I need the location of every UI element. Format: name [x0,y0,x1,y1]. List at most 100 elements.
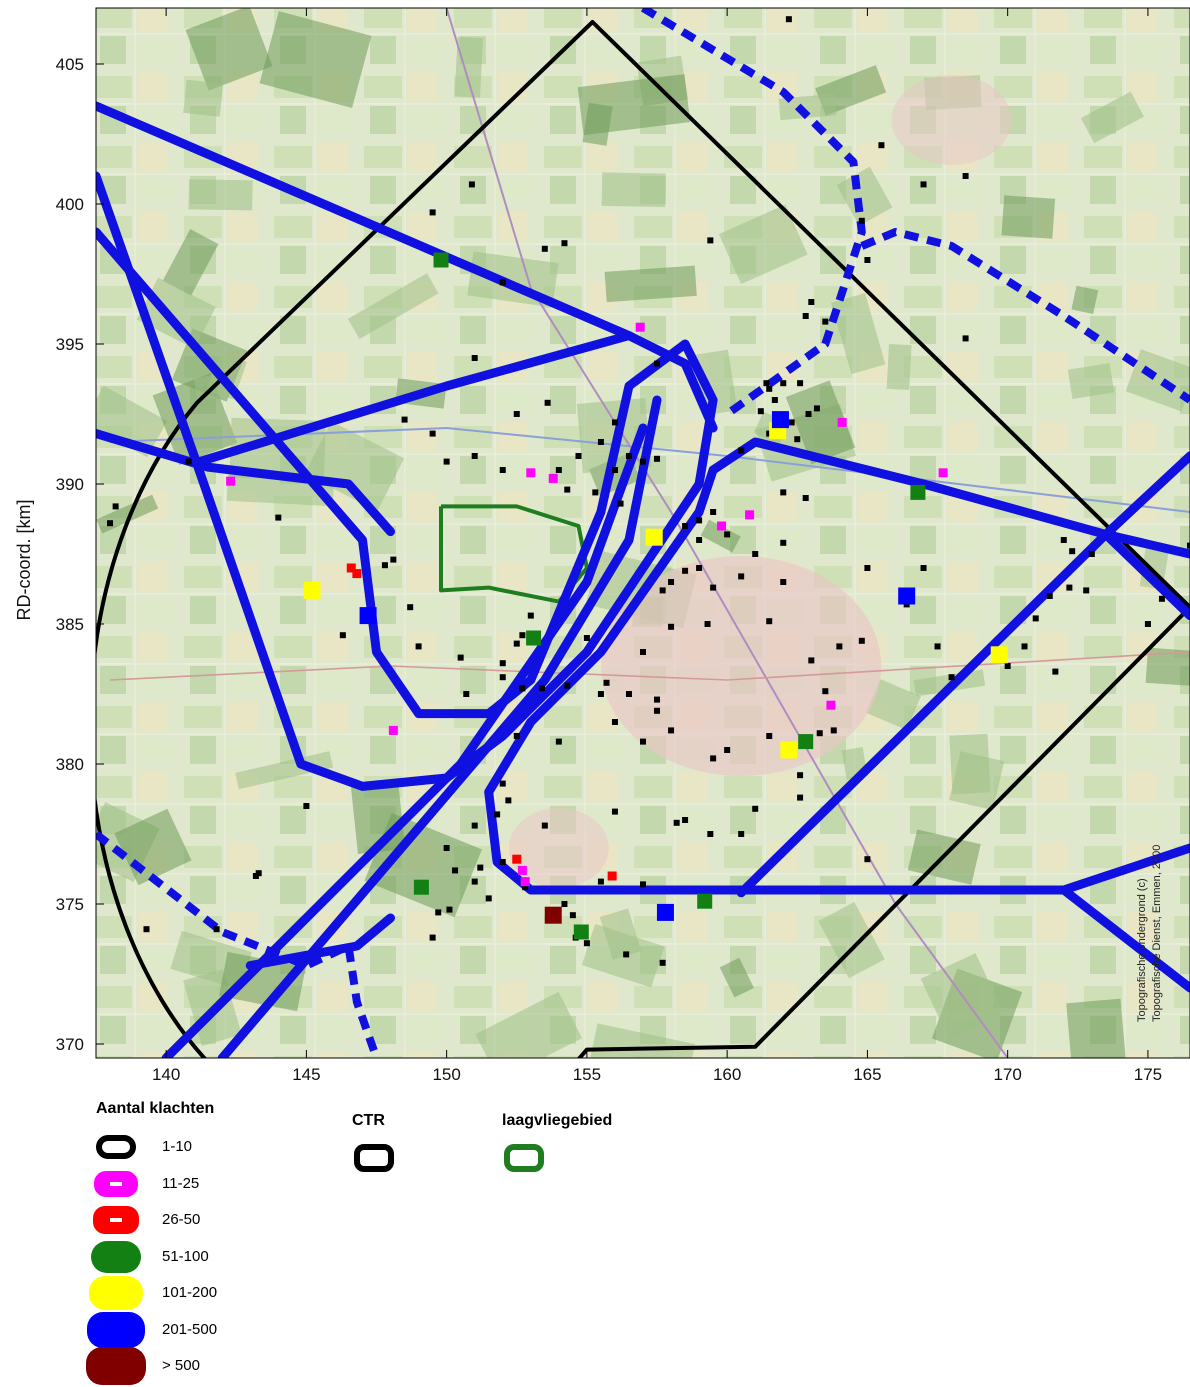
complaint-marker-11-25 [517,865,527,875]
complaint-marker-1-10 [763,380,770,387]
forest-patch [1067,363,1115,399]
forest-patch [831,293,886,375]
complaint-marker-1-10 [802,313,809,319]
complaint-marker-1-10 [597,439,604,445]
complaint-marker-1-10 [640,881,646,888]
complaint-marker-1-10 [592,489,599,496]
low-flying-legend: laagvliegebied [502,1112,702,1172]
complaint-marker-1-10 [499,780,506,787]
complaint-marker-1-10 [499,859,506,865]
flight-route [161,423,648,1058]
y-tick-label: 400 [56,195,84,214]
complaint-marker-1-10 [858,637,865,644]
road [445,8,1009,1058]
complaint-marker-1-10 [707,831,714,837]
flight-routes [96,8,1190,1058]
complaint-marker-1-10 [339,632,346,639]
complaints-legend-label: 1-10 [162,1138,193,1155]
complaint-marker-51-100 [573,924,589,940]
complaints-legend-label: 51-100 [162,1247,209,1265]
complaint-marker-1-10 [583,940,590,947]
complaint-marker-1-10 [878,142,885,149]
complaint-marker-1-10 [407,604,414,611]
complaint-marker-1-10 [1032,615,1039,622]
map-credit-line-2: Topografische Dienst, Emmen, 2000 [1151,845,1163,1022]
forest-patch [886,343,912,390]
complaint-marker-1-10 [499,279,506,286]
complaint-marker-1-10 [1144,621,1151,627]
complaint-marker-1-10 [640,458,646,465]
complaint-marker-1-10 [640,738,646,745]
y-tick-label: 405 [56,55,84,74]
complaint-marker-11-25 [226,476,236,486]
complaint-marker-1-10 [654,360,661,367]
x-tick-label: 155 [573,1065,601,1084]
complaints-legend-swatch [87,1311,145,1348]
forest-patch [818,901,885,979]
complaint-marker-1-10 [505,797,512,804]
complaint-marker-1-10 [696,537,703,543]
complaint-marker-1-10 [519,632,526,639]
complaint-marker-1-10 [513,640,520,647]
forest-patch [836,166,893,226]
complaints-legend-row: 26-50 [80,1203,280,1237]
low-flying-legend-swatch [504,1144,544,1172]
complaint-marker-26-50 [346,563,356,573]
complaint-marker-1-10 [1069,548,1076,555]
complaint-marker-1-10 [864,257,871,263]
y-tick-label: 395 [56,335,84,354]
complaint-marker-1-10 [766,385,773,392]
complaint-marker-11-25 [388,725,398,735]
complaint-marker-1-10 [654,455,661,462]
complaint-marker-1-10 [797,380,804,387]
complaint-marker-1-10 [710,509,717,515]
forest-patch [949,733,991,795]
complaint-marker-1-10 [541,245,548,252]
y-tick-label: 375 [56,895,84,914]
forest-patch [778,93,837,121]
complaint-marker-1-10 [623,951,630,958]
complaint-marker-1-10 [564,486,571,493]
forest-patch [183,79,224,117]
flight-route [195,331,718,467]
complaint-marker-1-10 [830,727,837,734]
forest-patch [1071,285,1099,315]
map-area[interactable]: Topografische ondergrond (c) Topografisc… [79,6,1190,1150]
complaint-marker-1-10 [452,867,459,874]
complaint-marker-11-25 [938,468,948,478]
complaint-marker-1-10 [797,794,804,801]
complaint-marker-1-10 [519,685,526,692]
complaint-marker-1-10 [597,878,604,885]
complaint-marker-1-10 [499,674,506,681]
forest-patch [589,1023,696,1058]
y-tick-label: 380 [56,755,84,774]
complaint-marker-1-10 [668,727,675,734]
ctr-legend-swatch [354,1144,394,1172]
forest-patch [866,679,921,731]
complaint-marker-1-10 [948,674,955,681]
complaints-legend-swatch [86,1347,146,1385]
complaint-marker-1-10 [415,643,422,650]
complaint-marker-1-10 [617,500,624,507]
dashed-flight-route [860,228,1190,404]
complaint-marker-201-500 [656,903,674,921]
complaint-marker-1-10 [471,878,478,885]
complaint-marker-1-10 [527,612,534,619]
complaint-marker-1-10 [659,587,666,594]
complaint-marker-1-10 [468,181,475,188]
complaint-marker-1-10 [788,419,795,426]
complaint-marker-11-25 [526,468,536,478]
y-axis-title: RD-coord. [km] [14,499,34,620]
complaints-legend-swatch [91,1240,141,1273]
complaint-marker-1-10 [1083,587,1090,594]
complaint-marker-1-10 [864,856,871,863]
complaint-marker-1-10 [569,912,576,919]
flight-route [1059,885,1190,993]
complaint-marker-1-10 [673,819,680,826]
forest-patch [785,380,856,465]
complaint-marker-11-25 [520,877,530,887]
complaint-marker-1-10 [112,503,119,510]
complaints-legend-row: > 500 [80,1347,280,1385]
complaint-marker-1-10 [785,16,792,23]
